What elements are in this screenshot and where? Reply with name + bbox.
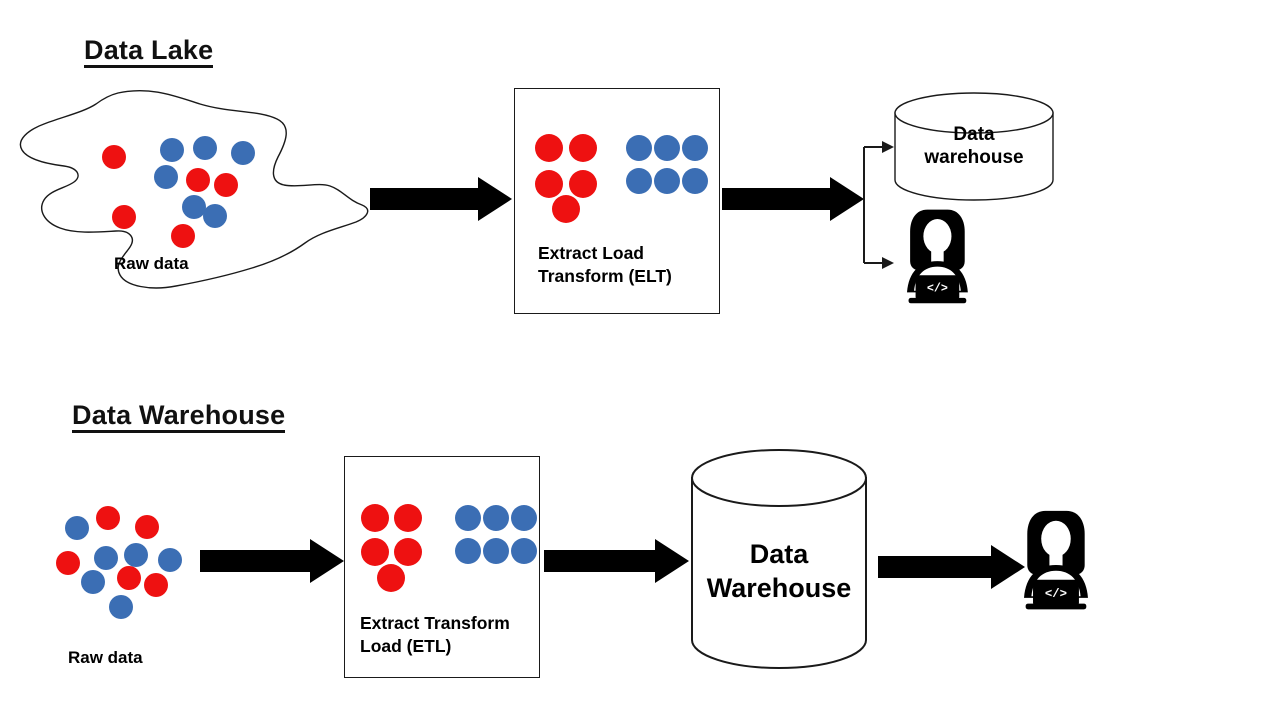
process-box-etl-label: Extract Transform Load (ETL) bbox=[360, 612, 542, 659]
label-raw-data-lake: Raw data bbox=[114, 254, 189, 273]
arrow-lake-to-elt bbox=[370, 177, 512, 221]
data-dot-blue bbox=[483, 538, 509, 564]
data-dot-red bbox=[535, 134, 563, 162]
data-dot-red bbox=[361, 538, 389, 566]
data-dot-blue bbox=[654, 135, 680, 161]
data-dot-blue bbox=[109, 595, 133, 619]
data-dot-red bbox=[569, 134, 597, 162]
data-dot-blue bbox=[182, 195, 206, 219]
arrow-elt-to-branch bbox=[722, 177, 864, 221]
developer-icon: </> bbox=[907, 209, 968, 304]
data-dot-red bbox=[186, 168, 210, 192]
data-dot-blue bbox=[511, 538, 537, 564]
svg-text:</>: </> bbox=[1045, 587, 1067, 601]
data-dot-blue bbox=[154, 165, 178, 189]
data-dot-blue bbox=[203, 204, 227, 228]
data-dot-red bbox=[102, 145, 126, 169]
process-box-etl-label-line1: Extract Transform bbox=[360, 613, 510, 633]
data-dot-blue bbox=[231, 141, 255, 165]
process-box-etl-label-line2: Load (ETL) bbox=[360, 636, 452, 657]
data-dot-red bbox=[377, 564, 405, 592]
data-warehouse-small-label: Data warehouse bbox=[900, 124, 1048, 170]
process-box-elt-label-line2: Transform (ELT) bbox=[538, 266, 672, 287]
data-dot-red bbox=[117, 566, 141, 590]
data-dot-blue bbox=[511, 505, 537, 531]
data-dot-red bbox=[394, 538, 422, 566]
data-warehouse-cylinder-large bbox=[691, 449, 867, 669]
developer-icon: </> bbox=[1024, 510, 1088, 610]
data-dot-red bbox=[569, 170, 597, 198]
data-dot-blue bbox=[626, 135, 652, 161]
data-dot-blue bbox=[682, 168, 708, 194]
page-title-data-warehouse: Data Warehouse bbox=[72, 401, 286, 434]
arrow-etl-to-warehouse bbox=[544, 539, 689, 583]
data-warehouse-cylinder-small bbox=[894, 92, 1054, 201]
data-dot-red bbox=[135, 515, 159, 539]
data-dot-red bbox=[394, 504, 422, 532]
data-dot-blue bbox=[626, 168, 652, 194]
data-warehouse-large-label-line2: Warehouse bbox=[706, 572, 852, 603]
data-dot-blue bbox=[94, 546, 118, 570]
data-dot-blue bbox=[193, 136, 217, 160]
data-dot-blue bbox=[654, 168, 680, 194]
page-title-data-lake: Data Lake bbox=[84, 36, 214, 69]
data-dot-red bbox=[112, 205, 136, 229]
data-dot-red bbox=[171, 224, 195, 248]
data-dot-blue bbox=[455, 505, 481, 531]
data-dot-blue bbox=[483, 505, 509, 531]
data-dot-blue bbox=[160, 138, 184, 162]
data-dot-red bbox=[361, 504, 389, 532]
data-dot-blue bbox=[65, 516, 89, 540]
data-warehouse-small-label-line2: warehouse bbox=[924, 146, 1024, 168]
data-dot-red bbox=[56, 551, 80, 575]
data-warehouse-small-label-line1: Data bbox=[953, 124, 995, 145]
process-box-etl bbox=[344, 456, 540, 678]
data-dot-red bbox=[535, 170, 563, 198]
data-dot-blue bbox=[158, 548, 182, 572]
data-dot-blue bbox=[682, 135, 708, 161]
data-dot-red bbox=[214, 173, 238, 197]
label-raw-data-warehouse: Raw data bbox=[68, 648, 143, 667]
arrow-warehouse-to-developer bbox=[878, 545, 1025, 589]
process-box-elt-label-line1: Extract Load bbox=[538, 243, 644, 263]
data-warehouse-large-label: Data Warehouse bbox=[700, 538, 858, 606]
arrow-rawdata-to-etl bbox=[200, 539, 344, 583]
data-dot-blue bbox=[455, 538, 481, 564]
data-dot-red bbox=[96, 506, 120, 530]
data-dot-red bbox=[552, 195, 580, 223]
data-dot-blue bbox=[124, 543, 148, 567]
process-box-elt-label: Extract Load Transform (ELT) bbox=[538, 242, 718, 289]
data-warehouse-large-label-line1: Data bbox=[749, 539, 809, 569]
svg-text:</>: </> bbox=[927, 282, 948, 296]
process-box-elt bbox=[514, 88, 720, 314]
data-dot-blue bbox=[81, 570, 105, 594]
branch-connector bbox=[863, 141, 894, 269]
data-dot-red bbox=[144, 573, 168, 597]
